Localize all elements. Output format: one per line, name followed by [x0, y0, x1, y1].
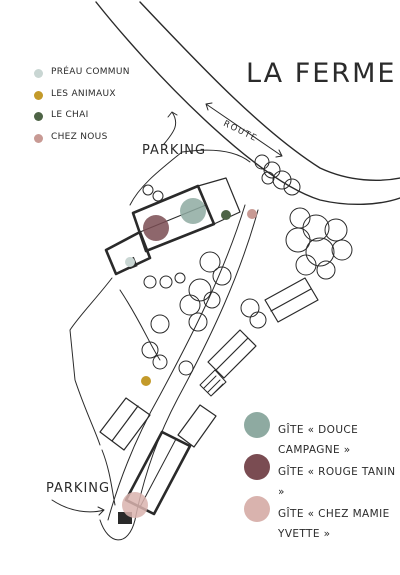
parking-bottom-arrow: [51, 499, 105, 516]
shed-middle: [207, 329, 257, 379]
parking-top-label: PARKING: [142, 143, 207, 158]
legend-label: LE CHAI: [51, 110, 89, 120]
building-left: [99, 397, 151, 451]
map-dot-animaux: [141, 376, 151, 386]
tree-cluster-right: [285, 207, 353, 280]
lane-main-left: [107, 204, 246, 521]
road-inner-edge: [139, 1, 400, 181]
dot-icon: [34, 112, 43, 121]
building-lower: [177, 404, 217, 448]
road-arrow: [205, 102, 283, 158]
map-dot-rouge-tanin: [143, 215, 169, 241]
lane-left-edge: [129, 151, 183, 206]
shed-hatched: [199, 369, 227, 397]
road-outer-edge: [95, 1, 400, 206]
bottom-building-ridge: [139, 438, 177, 508]
legend-label: PRÉAU COMMUN: [51, 67, 130, 77]
field-boundary: [69, 277, 113, 446]
dot-icon: [244, 454, 270, 480]
legend-label: GÎTE « ROUGE TANIN »: [278, 466, 396, 498]
tree-cluster-left: [141, 272, 194, 376]
tree-cluster-center: [179, 251, 232, 332]
map-title: LA FERME: [246, 58, 397, 89]
tree-near-building: [142, 184, 164, 202]
dot-icon: [244, 412, 270, 438]
field-boundary-2: [119, 289, 161, 361]
dot-icon: [34, 90, 43, 100]
lane-main-right: [134, 209, 259, 521]
barn-right: [264, 277, 319, 323]
dot-icon: [244, 496, 270, 522]
legend-label: CHEZ NOUS: [51, 131, 108, 142]
tree-cluster-road: [254, 154, 301, 196]
field-boundary-3: [101, 449, 116, 506]
legend-label: LES ANIMAUX: [51, 88, 116, 99]
parking-top-arrow: [163, 111, 178, 145]
lane-top-edge: [181, 149, 251, 163]
map-dot-chez-mamie-yvette: [122, 492, 148, 518]
parking-bottom-label: PARKING: [46, 481, 111, 496]
tree-single-right: [240, 298, 267, 329]
map-dot-chez-nous: [247, 209, 257, 219]
legend-label: GÎTE « DOUCE CAMPAGNE »: [278, 424, 359, 456]
main-building-wing: [104, 230, 152, 276]
map-dot-le-chai: [221, 210, 231, 220]
dot-icon: [34, 133, 43, 143]
dot-icon: [34, 69, 43, 78]
map-dot-douce-campagne: [180, 198, 206, 224]
lane-bottom: [99, 519, 136, 541]
legend-label: GÎTE « CHEZ MAMIE YVETTE »: [278, 508, 390, 540]
map-dot-preau: [125, 257, 135, 267]
